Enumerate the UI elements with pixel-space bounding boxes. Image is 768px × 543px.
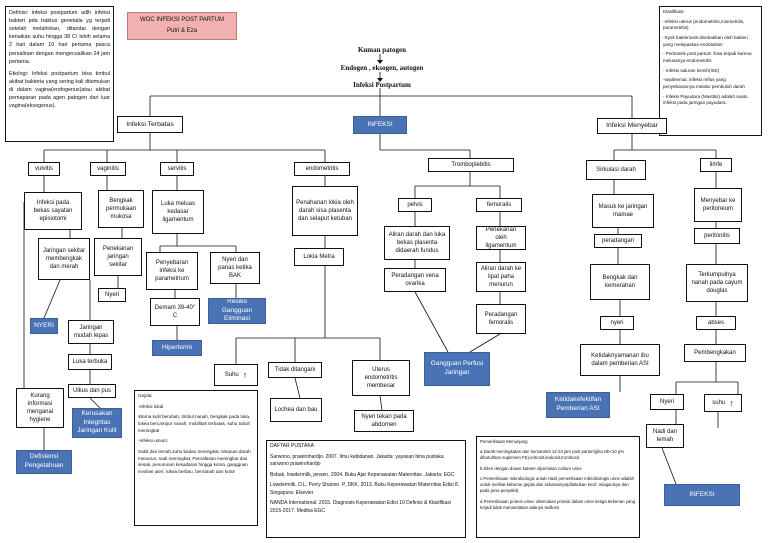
hyperthermia-diagnosis-node: Hipertermi bbox=[152, 340, 202, 356]
blood-circulation-node: Sirkulasi darah bbox=[586, 160, 646, 180]
femoral-inflammation-node: Peradangan femoralis bbox=[476, 304, 526, 334]
lochia-metra-node: Lokia Metra bbox=[294, 248, 344, 266]
supporting-test-item: b.Klien dengan dower kateter diperlukan … bbox=[480, 465, 582, 471]
references-box: DAFTAR PUSTAKA Sarwono, prawirohardjo. 2… bbox=[266, 440, 466, 538]
pain-diagnosis-node: NYERI bbox=[30, 318, 58, 334]
ovarian-vein-node: Peradangan vena ovarika bbox=[384, 268, 446, 292]
infection-diagnosis-node: INFEKSI bbox=[664, 484, 740, 506]
temperature-label: Suhu bbox=[224, 371, 239, 378]
page-title: WOC INFEKSI POST PARTUM bbox=[139, 17, 224, 23]
vaginitis-pain-node: Nyeri bbox=[98, 288, 126, 302]
knowledge-deficit-diagnosis-node: Defisiensi Pengetahuan bbox=[16, 450, 72, 474]
lymph-node: limfe bbox=[700, 158, 732, 172]
tissue-pressure-node: Penekanan jaringan sekitar bbox=[94, 238, 142, 276]
mucosa-swelling-node: Bengkak permukaan mukosa bbox=[98, 190, 144, 228]
pelvis-node: pelvis bbox=[398, 198, 432, 212]
douglas-pus-node: Terkumpulnya nanah pada cayum douglas bbox=[686, 264, 748, 302]
femoral-node: femoralis bbox=[476, 198, 522, 212]
classification-box: Klasifikasi: -Infeksi uterus (endometrit… bbox=[659, 6, 762, 136]
hygiene-info-node: Kurang informasi menganai hygiene bbox=[16, 388, 64, 428]
enlarged-uterus-node: Uterus endometritis membesar bbox=[352, 360, 410, 396]
arrow-up-icon: ↑ bbox=[242, 369, 248, 380]
ligament-pressure-node: Penekanan oleh ligamentum bbox=[476, 226, 526, 250]
lochia-retention-node: Penahanan lokia oleh darah sisa plasenta… bbox=[292, 186, 358, 236]
reference-item: Lowdermilk, D.L, Perry Shanon. P, DKK. 2… bbox=[270, 482, 460, 496]
smelly-lochia-node: Lochea dan bau bbox=[270, 398, 322, 422]
classification-item: -Infeksi uterus (endometritis,miometriti… bbox=[663, 18, 745, 31]
symptoms-title: Gejala: bbox=[138, 393, 153, 398]
etiology-text: Etiologi: Infeksi postpartum bisa timbul… bbox=[9, 70, 110, 110]
title-box: WOC INFEKSI POST PARTUM Putri & Eza bbox=[127, 12, 237, 40]
ulcer-pus-node: Ulkus dan pus bbox=[68, 384, 116, 398]
definition-text: Definisi: infeksi postpartum adlh infeks… bbox=[9, 10, 110, 65]
symptoms-line: -Infeksi umum: bbox=[138, 438, 169, 444]
swelling-node: Pembengkakan bbox=[684, 344, 746, 362]
vaginitis-node: vaginitis bbox=[90, 162, 126, 176]
wound-spread-node: Luka meluas kedasar ligamentum bbox=[152, 190, 204, 234]
supporting-test-item: c.Pemeriksaan mikrobiologis untuk:Hasil … bbox=[480, 475, 635, 494]
open-wound-node: Luka terbuka bbox=[68, 354, 112, 370]
symptoms-line: Warna kulit berubah, timbul nanah, bengk… bbox=[138, 414, 251, 433]
classification-item: -septikemia: infeksi relfus yang penyeba… bbox=[663, 77, 745, 89]
abscess-node: abses bbox=[696, 316, 736, 330]
reference-item: Sarwono, prawirohardjo. 2007. Ilmu kebid… bbox=[270, 453, 444, 468]
untreated-node: Tidak ditangani bbox=[268, 362, 322, 378]
peritonitis-pain-node: Nyeri bbox=[650, 394, 684, 410]
swollen-tissue-node: Jaringan sekitar membengkak dan merah bbox=[38, 238, 90, 280]
temperature-label: suhu bbox=[712, 399, 726, 406]
groin-blood-flow-node: Aliran darah ke lipat paha menurun bbox=[476, 262, 526, 292]
symptoms-line: -infeksi lokal bbox=[138, 403, 164, 409]
vulvitis-node: vulvitis bbox=[28, 162, 60, 176]
spreading-infection-node: Infeksi Menyebar bbox=[597, 118, 667, 134]
classification-item: - Infeksi Payudara (Mastitis) adalah sua… bbox=[663, 93, 748, 106]
episiotomy-infection-node: Infeksi pada bekas sayatan episiotomi bbox=[24, 192, 82, 230]
fever-node: Demam 39-40° C bbox=[150, 298, 200, 326]
temperature-rise-node: Suhu ↑ bbox=[214, 364, 258, 386]
peritoneum-spread-node: Menyebar ke peritoneum bbox=[694, 188, 742, 222]
parametrium-spread-node: Penyebaran infeksi ke parametrium bbox=[146, 252, 198, 290]
author-text: Putri & Eza bbox=[166, 28, 197, 35]
origin-label: Endogen , eksogen, autogen bbox=[340, 64, 424, 72]
skin-integrity-diagnosis-node: Kerusakan Integritas Jaringan Kulit bbox=[72, 408, 122, 438]
supporting-tests-title: Pemeriksaan Menunjang bbox=[480, 439, 528, 444]
breast-tissue-node: Masuk ke jaringan mamae bbox=[592, 194, 654, 228]
definition-box: Definisi: infeksi postpartum adlh infeks… bbox=[5, 6, 114, 142]
classification-item: - Infeksi saluran kemih(ISK) bbox=[663, 67, 720, 73]
postpartum-infection-label: Infeksi Postpartum bbox=[353, 81, 411, 89]
infection-node: INFEKSI bbox=[353, 116, 407, 134]
endometritis-node: endometritis bbox=[294, 162, 350, 176]
pathogen-label: Kuman patogen bbox=[357, 46, 407, 54]
weak-pulse-node: Nadi dan lemah bbox=[646, 424, 684, 448]
reference-item: NANDA International. 2015. Diagnosis Kep… bbox=[270, 500, 451, 514]
cervicitis-node: servitis bbox=[160, 162, 194, 176]
urination-pain-node: Nyeri dan panas ketika BAK bbox=[210, 252, 260, 284]
inflammation-node: peradangan bbox=[594, 234, 642, 248]
supporting-test-item: a.Darah:meningkatan dan hematokrit 12-24… bbox=[480, 449, 625, 461]
references-title: DAFTAR PUSTAKA bbox=[270, 443, 314, 449]
symptoms-line: Sakit dan lemah,suhu badan meningkat, te… bbox=[138, 448, 251, 474]
swelling-redness-node: Bengkak dan kemerahan bbox=[590, 264, 650, 300]
abdominal-tenderness-node: Nyeri tekan pada abdomen bbox=[354, 410, 414, 432]
placenta-blood-flow-node: Aliran darah dan luka bekas plasenta did… bbox=[384, 226, 450, 260]
reference-item: Bobak, lowdermilk, jensen. 2004. Buku Aj… bbox=[270, 471, 455, 478]
arrow-up-icon: ↑ bbox=[729, 397, 734, 408]
breastfeeding-discomfort-node: Ketidaknyamanan ibu dalam pemberian ASI bbox=[580, 344, 660, 376]
perfusion-diagnosis-node: Gangguan Perfusi Jaringan bbox=[424, 352, 490, 386]
peritonitis-node: peritonitis bbox=[694, 228, 740, 244]
thrombophlebitis-node: Tromboplebitis bbox=[428, 158, 514, 172]
limited-infection-node: Infeksi Terbatas bbox=[117, 116, 183, 133]
supporting-test-item: d.Pemeriksaan protein urine: ditemukan p… bbox=[480, 498, 636, 510]
breast-pain-node: nyeri bbox=[600, 316, 634, 330]
elimination-risk-diagnosis-node: Resiko Gangguan Eliminasi bbox=[208, 298, 266, 324]
symptoms-box: Gejala: -infeksi lokal Warna kulit berub… bbox=[134, 390, 258, 526]
peritonitis-temperature-node: suhu ↑ bbox=[704, 394, 742, 412]
loose-tissue-node: Jaringan mudah lepas bbox=[68, 320, 114, 344]
ineffective-breastfeeding-diagnosis-node: Ketidakefektifan Pemberian ASI bbox=[546, 392, 610, 418]
classification-title: Klasifikasi: bbox=[663, 9, 685, 14]
supporting-tests-box: Pemeriksaan Menunjang a.Darah:meningkata… bbox=[476, 436, 640, 538]
classification-item: - Peritonitis post partum :bisa terjadi … bbox=[663, 51, 752, 63]
classification-item: -Syok bakteriosis:disebabkan oleh bakter… bbox=[663, 34, 748, 47]
